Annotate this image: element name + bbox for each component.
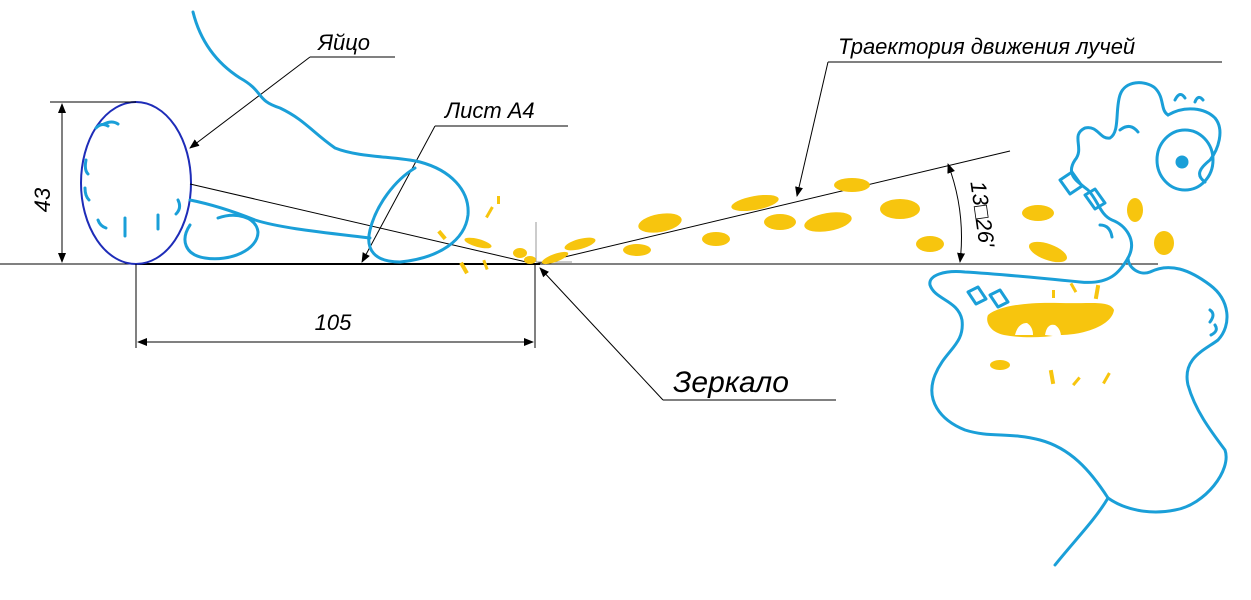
face-sketch [928, 81, 1229, 567]
dimension-length-label: 105 [315, 310, 352, 335]
hand-sketch [83, 10, 470, 264]
ray-blobs [437, 178, 1174, 387]
label-sheet: Лист А4 [443, 98, 535, 123]
leader-egg: Яйцо [189, 30, 395, 149]
dimension-length: 105 [135, 264, 536, 348]
leader-trajectory: Траектория движения лучей [795, 34, 1222, 197]
incident-ray [189, 183, 536, 265]
dimension-height-label: 43 [30, 187, 55, 212]
leader-sheet: Лист А4 [361, 98, 568, 263]
dimension-angle-label: 13□26' [965, 179, 999, 249]
dimension-height: 43 [30, 101, 136, 263]
dimension-angle: 13□26' [947, 163, 1000, 263]
leader-mirror: Зеркало [539, 267, 836, 401]
label-trajectory: Траектория движения лучей [838, 34, 1135, 59]
reflected-ray [534, 150, 1011, 265]
label-egg: Яйцо [317, 30, 370, 55]
label-mirror: Зеркало [673, 366, 789, 399]
